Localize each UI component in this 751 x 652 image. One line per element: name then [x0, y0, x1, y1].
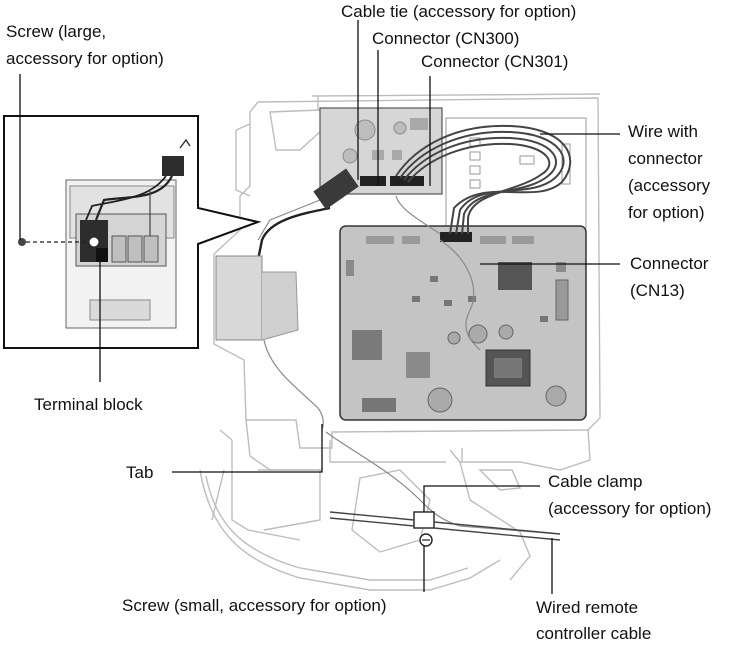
cable-tie: [313, 168, 359, 210]
upper-pcb: [319, 107, 443, 195]
unit-housing: [199, 93, 601, 591]
label-cable-clamp-1: Cable clamp: [548, 472, 643, 491]
leader-lines: [19, 20, 620, 594]
label-screw-small: Screw (small, accessory for option): [122, 596, 387, 615]
label-wire-with-connector-3: (accessory: [628, 176, 711, 195]
inset-detail: [18, 138, 191, 329]
label-terminal-block: Terminal block: [34, 395, 143, 414]
cable-to-terminal: [256, 206, 331, 261]
label-tab: Tab: [126, 463, 154, 482]
label-connector-cn300: Connector (CN300): [372, 29, 520, 48]
routed-wires: [257, 195, 561, 535]
label-cable-tie: Cable tie (accessory for option): [341, 2, 577, 21]
label-screw-large-1: Screw (large,: [6, 22, 107, 41]
label-wired-remote-1: Wired remote: [536, 598, 639, 617]
label-connector-cn301: Connector (CN301): [421, 52, 569, 71]
wire-harness: [395, 124, 572, 235]
label-connector-cn13-2: (CN13): [630, 281, 685, 300]
label-screw-large-2: accessory for option): [6, 49, 164, 68]
main-pcb: [339, 225, 587, 421]
label-wire-with-connector-2: connector: [628, 149, 703, 168]
label-connector-cn13-1: Connector: [630, 254, 709, 273]
label-cable-clamp-2: (accessory for option): [548, 499, 712, 518]
label-wire-with-connector-4: for option): [628, 203, 705, 222]
label-wired-remote-2: controller cable: [536, 624, 652, 643]
remote-cable: [329, 511, 561, 541]
left-cover: [215, 255, 299, 341]
label-wire-with-connector-1: Wire with: [628, 122, 698, 141]
